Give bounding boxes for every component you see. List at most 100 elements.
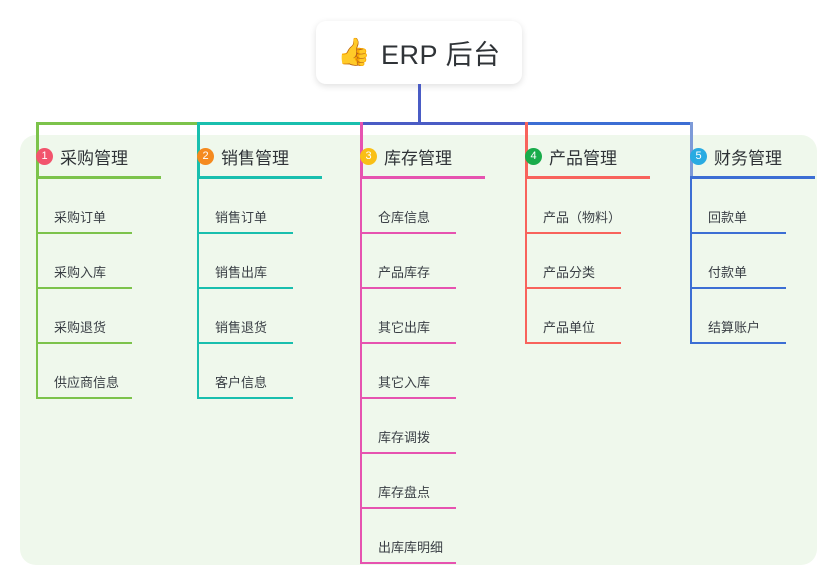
- branch-item-underline: [197, 232, 293, 234]
- branch-item-label: 仓库信息: [378, 210, 431, 225]
- branch-number-badge: 1: [36, 147, 53, 165]
- branch-item-underline: [197, 287, 293, 289]
- branch-title-label: 财务管理: [714, 148, 782, 168]
- branch-column-2: 2 销售管理销售订单销售出库销售退货客户信息: [181, 143, 331, 399]
- branch-header-1[interactable]: 1 采购管理: [20, 143, 170, 169]
- branch-item[interactable]: 采购订单: [36, 179, 170, 234]
- connector-drop-1: [36, 122, 39, 176]
- branch-item[interactable]: 客户信息: [197, 344, 331, 399]
- branch-item[interactable]: 采购退货: [36, 289, 170, 344]
- branch-item[interactable]: 库存调拨: [360, 399, 494, 454]
- branch-header-5[interactable]: 5 财务管理: [674, 143, 824, 169]
- branch-spine: [36, 179, 38, 399]
- branch-item-label: 产品库存: [378, 265, 431, 280]
- branch-spine: [360, 179, 362, 564]
- connector-drop-3: [360, 122, 363, 176]
- branch-item[interactable]: 付款单: [690, 234, 824, 289]
- branch-underline: [197, 176, 322, 179]
- branch-item-underline: [690, 287, 786, 289]
- branch-item-label: 产品分类: [543, 265, 596, 280]
- connector-drop-5: [690, 122, 693, 176]
- branch-item-underline: [525, 232, 621, 234]
- branch-item-label: 付款单: [708, 265, 748, 280]
- root-node[interactable]: 👍 ERP 后台: [316, 21, 522, 84]
- branch-title-label: 库存管理: [384, 148, 452, 168]
- branch-column-4: 4 产品管理产品（物料） 产品分类产品单位: [509, 143, 659, 344]
- branch-item-label: 销售退货: [215, 320, 268, 335]
- branch-item[interactable]: 仓库信息: [360, 179, 494, 234]
- branch-item-underline: [197, 397, 293, 399]
- branch-underline: [690, 176, 815, 179]
- branch-item-underline: [36, 342, 132, 344]
- branch-item-label: 其它入库: [378, 375, 431, 390]
- branch-item[interactable]: 供应商信息: [36, 344, 170, 399]
- branch-title-label: 销售管理: [221, 148, 289, 168]
- branch-item-list: 采购订单采购入库采购退货供应商信息: [36, 179, 170, 399]
- branch-item[interactable]: 产品库存: [360, 234, 494, 289]
- branch-item-underline: [360, 287, 456, 289]
- branch-header-3[interactable]: 3 库存管理: [344, 143, 494, 169]
- branch-number-badge: 2: [197, 147, 214, 165]
- branch-item-underline: [360, 232, 456, 234]
- branch-number-badge: 4: [525, 147, 542, 165]
- branch-item[interactable]: 其它出库: [360, 289, 494, 344]
- branch-header-2[interactable]: 2 销售管理: [181, 143, 331, 169]
- branch-title-label: 产品管理: [549, 148, 617, 168]
- branch-spine: [525, 179, 527, 344]
- branch-item-label: 采购订单: [54, 210, 107, 225]
- branch-item-label: 其它出库: [378, 320, 431, 335]
- branch-column-1: 1 采购管理采购订单采购入库采购退货供应商信息: [20, 143, 170, 399]
- branch-title-label: 采购管理: [60, 148, 128, 168]
- branch-item-label: 销售出库: [215, 265, 268, 280]
- branch-spine: [197, 179, 199, 399]
- branch-item-underline: [36, 232, 132, 234]
- branch-item-label: 采购退货: [54, 320, 107, 335]
- branch-underline: [36, 176, 161, 179]
- branch-item-label: 回款单: [708, 210, 748, 225]
- branch-item-underline: [360, 397, 456, 399]
- branch-number-badge: 5: [690, 147, 707, 165]
- branch-item-underline: [525, 287, 621, 289]
- branch-item-underline: [690, 342, 786, 344]
- branch-item[interactable]: 其它入库: [360, 344, 494, 399]
- branch-item-underline: [36, 397, 132, 399]
- branch-item-label: 出库库明细: [378, 540, 444, 555]
- branch-item-underline: [360, 507, 456, 509]
- branch-spine: [690, 179, 692, 344]
- branch-item[interactable]: 产品（物料）: [525, 179, 659, 234]
- branch-item-list: 产品（物料） 产品分类产品单位: [525, 179, 659, 344]
- thumbs-up-icon: 👍: [337, 37, 372, 67]
- branch-item[interactable]: 结算账户: [690, 289, 824, 344]
- branch-item[interactable]: 销售订单: [197, 179, 331, 234]
- root-node-label: ERP 后台: [381, 40, 501, 70]
- branch-item-underline: [360, 342, 456, 344]
- branch-item-underline: [360, 562, 456, 564]
- branch-header-4[interactable]: 4 产品管理: [509, 143, 659, 169]
- branch-underline: [525, 176, 650, 179]
- branch-item[interactable]: 回款单: [690, 179, 824, 234]
- branch-item[interactable]: 销售出库: [197, 234, 331, 289]
- branch-column-3: 3 库存管理仓库信息产品库存其它出库其它入库库存调拨库存盘点出库库明细: [344, 143, 494, 564]
- branch-item-underline: [525, 342, 621, 344]
- branch-item[interactable]: 产品单位: [525, 289, 659, 344]
- branch-column-5: 5 财务管理回款单付款单结算账户: [674, 143, 824, 344]
- connector-bus-3: [360, 122, 525, 125]
- branch-item[interactable]: 销售退货: [197, 289, 331, 344]
- branch-number-badge: 3: [360, 147, 377, 165]
- connector-bus-2: [197, 122, 360, 125]
- connector-drop-2: [197, 122, 200, 176]
- branch-item[interactable]: 出库库明细: [360, 509, 494, 564]
- branch-item[interactable]: 产品分类: [525, 234, 659, 289]
- branch-item-list: 回款单付款单结算账户: [690, 179, 824, 344]
- branches-panel: [20, 135, 817, 565]
- branch-item[interactable]: 库存盘点: [360, 454, 494, 509]
- branch-item-underline: [360, 452, 456, 454]
- connector-root-stem: [418, 84, 421, 125]
- connector-bus-4: [525, 122, 690, 125]
- branch-item-underline: [36, 287, 132, 289]
- branch-item[interactable]: 采购入库: [36, 234, 170, 289]
- branch-item-label: 产品单位: [543, 320, 596, 335]
- branch-item-label: 采购入库: [54, 265, 107, 280]
- branch-item-label: 库存盘点: [378, 485, 431, 500]
